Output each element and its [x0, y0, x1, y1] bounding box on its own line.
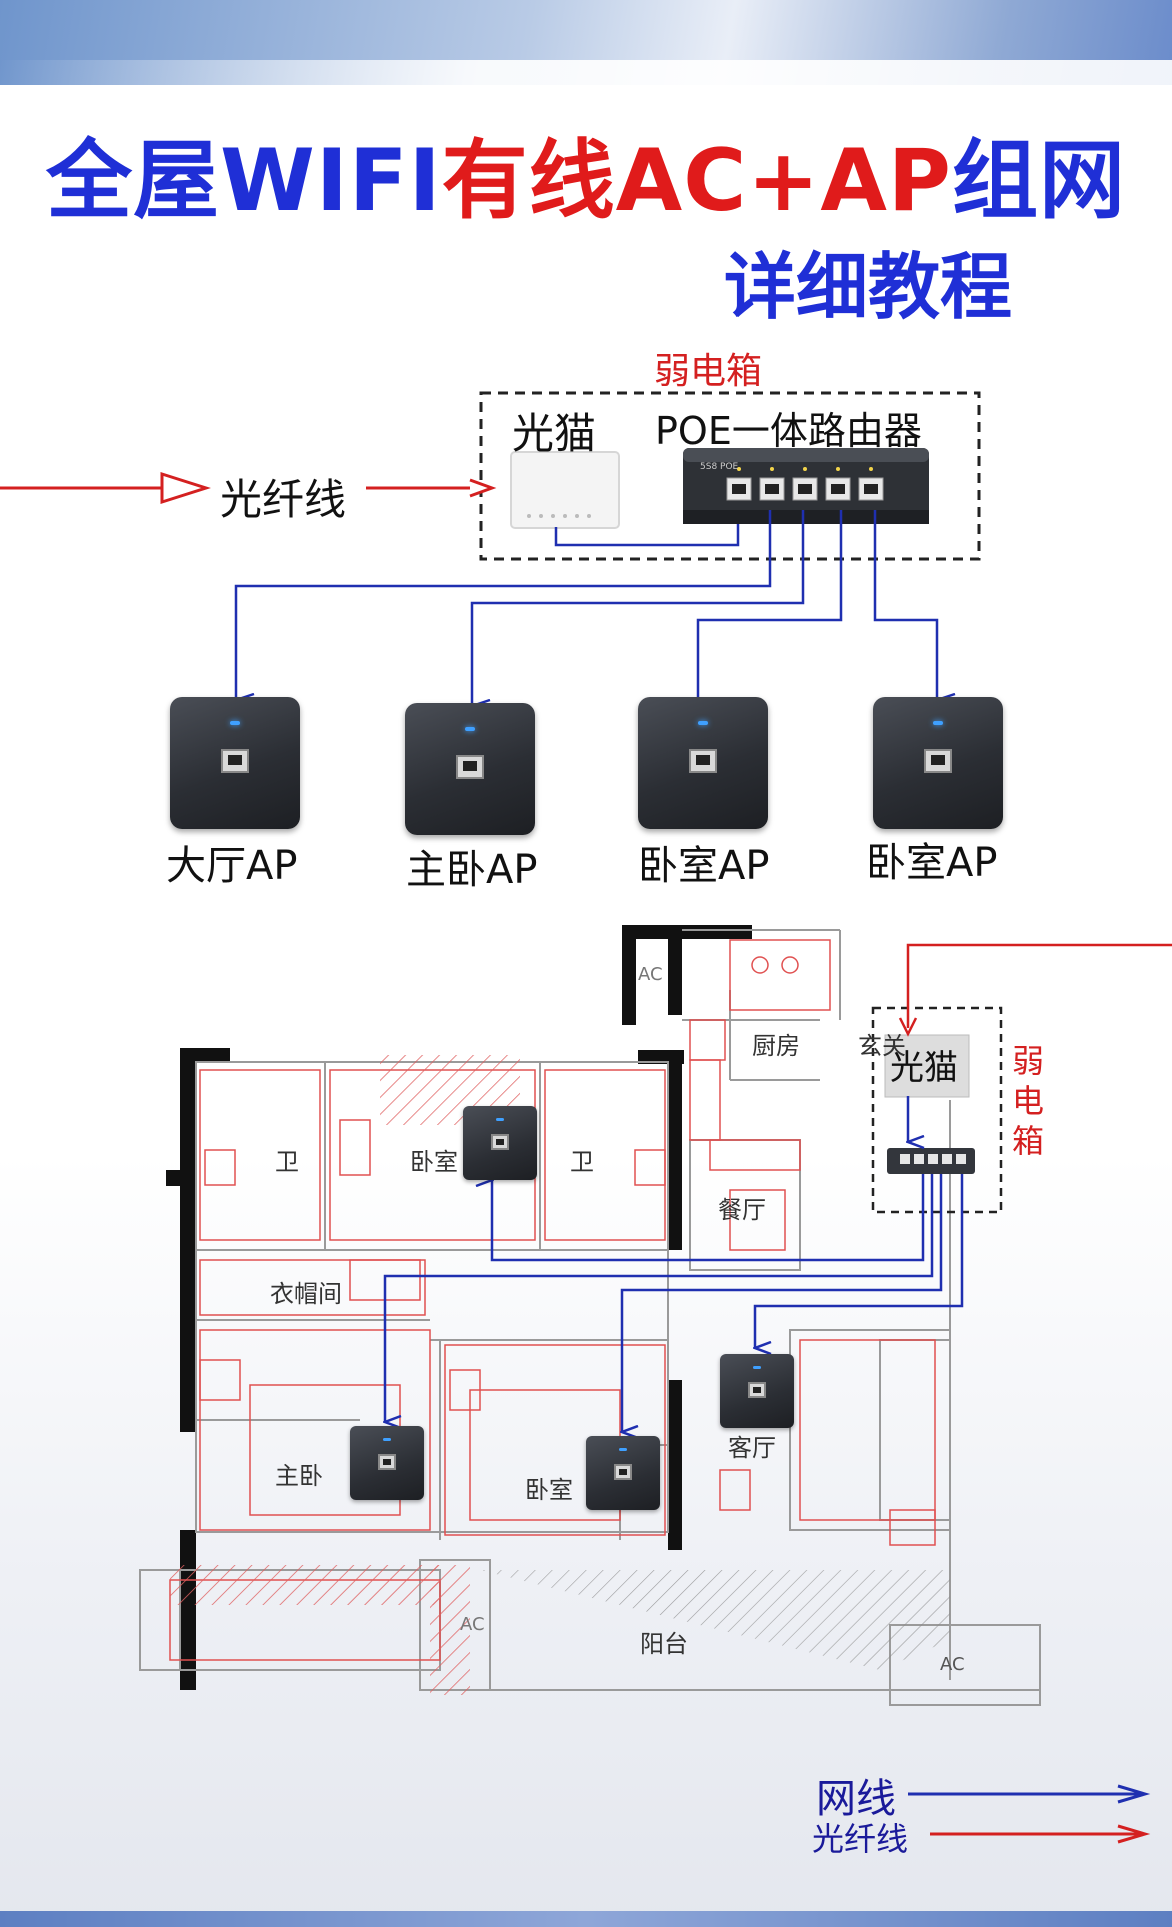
room-entry: 玄关: [858, 1032, 906, 1060]
legend-network-label: 网线: [816, 1776, 896, 1822]
floorplan-cable-living: [755, 1174, 964, 1348]
footer-band: [0, 1911, 1172, 1927]
ethernet-port-icon: [689, 749, 717, 773]
hatch-area-balcony: [480, 1570, 950, 1670]
ethernet-port-icon: [221, 749, 249, 773]
ethernet-port-icon: [748, 1382, 766, 1398]
floorplan-cabinet-char-2: 电: [1012, 1082, 1045, 1120]
hatch-area-balcony-left: [170, 1565, 440, 1605]
floorplan-cabinet-char-1: 弱: [1012, 1042, 1045, 1080]
floorplan-cable-bedroom-bottom: [622, 1174, 943, 1432]
title-part1: 全屋WIFI: [46, 131, 442, 231]
fiber-label: 光纤线: [220, 475, 347, 524]
legend-lines: [908, 1784, 1151, 1844]
legend-fiber-label: 光纤线: [812, 1820, 909, 1858]
floorplan-cabinet-char-3: 箱: [1012, 1122, 1045, 1160]
page-title: 全屋WIFI有线AC+AP组网: [0, 110, 1172, 235]
ethernet-port-icon: [491, 1134, 509, 1150]
floorplan-ap-bedroom-bottom: [586, 1436, 660, 1510]
room-bath-1: 卫: [275, 1148, 299, 1176]
ap-panel-bedroom-1: [638, 697, 768, 829]
modem-device: [510, 451, 620, 529]
floorplan-ap-bedroom-top: [463, 1106, 537, 1180]
floorplan-ap-master: [350, 1426, 424, 1500]
floorplan-modem: [884, 1034, 970, 1098]
fiber-arrow-2: [469, 478, 497, 498]
room-bedroom-top: 卧室: [410, 1148, 458, 1176]
room-bath-2: 卫: [570, 1148, 594, 1176]
page-subtitle: 详细教程: [723, 245, 1012, 329]
fiber-arrow-1: [160, 471, 211, 505]
room-balcony: 阳台: [640, 1630, 688, 1658]
ap-panel-master: [405, 703, 535, 835]
floorplan-fiber-line: [906, 943, 1172, 1028]
room-bedroom-bottom: 卧室: [525, 1476, 573, 1504]
ap-panel-hall: [170, 697, 300, 829]
ethernet-port-icon: [924, 749, 952, 773]
wall-top-kitchen: [622, 925, 752, 939]
modem-router-cable: [554, 510, 740, 547]
ac-unit-2: AC: [460, 1614, 485, 1635]
cabinet-label: 弱电箱: [654, 351, 763, 392]
floorplan-modem-label: 光猫: [890, 1048, 958, 1088]
cabinet-box: [479, 391, 981, 561]
wall-left: [180, 1048, 196, 1428]
cable-master-ap: [472, 510, 805, 706]
floorplan-cable-bedroom-top: [492, 1174, 925, 1262]
ethernet-port-icon: [456, 755, 484, 779]
floorplan-cabinet-box: [871, 1006, 1003, 1214]
top-wiring-diagram: [0, 391, 981, 900]
floor-plan: [139, 925, 1172, 1706]
ap-label-hall: 大厅AP: [166, 843, 298, 889]
ethernet-port-icon: [378, 1454, 396, 1470]
ap-label-master: 主卧AP: [406, 847, 538, 893]
ap-label-bedroom-2: 卧室AP: [866, 840, 998, 886]
cable-bedroom-ap-2: [873, 510, 937, 700]
room-dining: 餐厅: [718, 1196, 766, 1224]
room-closet: 衣帽间: [270, 1280, 342, 1308]
title-part2: 有线AC+AP: [441, 131, 952, 231]
ap-panel-bedroom-2: [873, 697, 1003, 829]
room-kitchen: 厨房: [752, 1032, 800, 1060]
ac-unit-3: AC: [940, 1654, 965, 1675]
room-living: 客厅: [728, 1434, 776, 1462]
ac-unit-1: AC: [638, 964, 663, 985]
router-label: POE一体路由器: [655, 409, 922, 453]
router-model-text: 5S8 POE: [700, 462, 739, 472]
ap-label-bedroom-1: 卧室AP: [638, 843, 770, 889]
cable-hall-ap: [236, 510, 772, 700]
header-banner-highlight: [0, 60, 1172, 100]
floorplan-ap-living: [720, 1354, 794, 1428]
title-part3: 组网: [951, 131, 1126, 231]
floorplan-cable-master: [385, 1174, 934, 1422]
modem-label: 光猫: [512, 409, 597, 458]
room-master: 主卧: [275, 1462, 323, 1490]
ethernet-port-icon: [614, 1464, 632, 1480]
cable-bedroom-ap-1: [698, 510, 843, 706]
